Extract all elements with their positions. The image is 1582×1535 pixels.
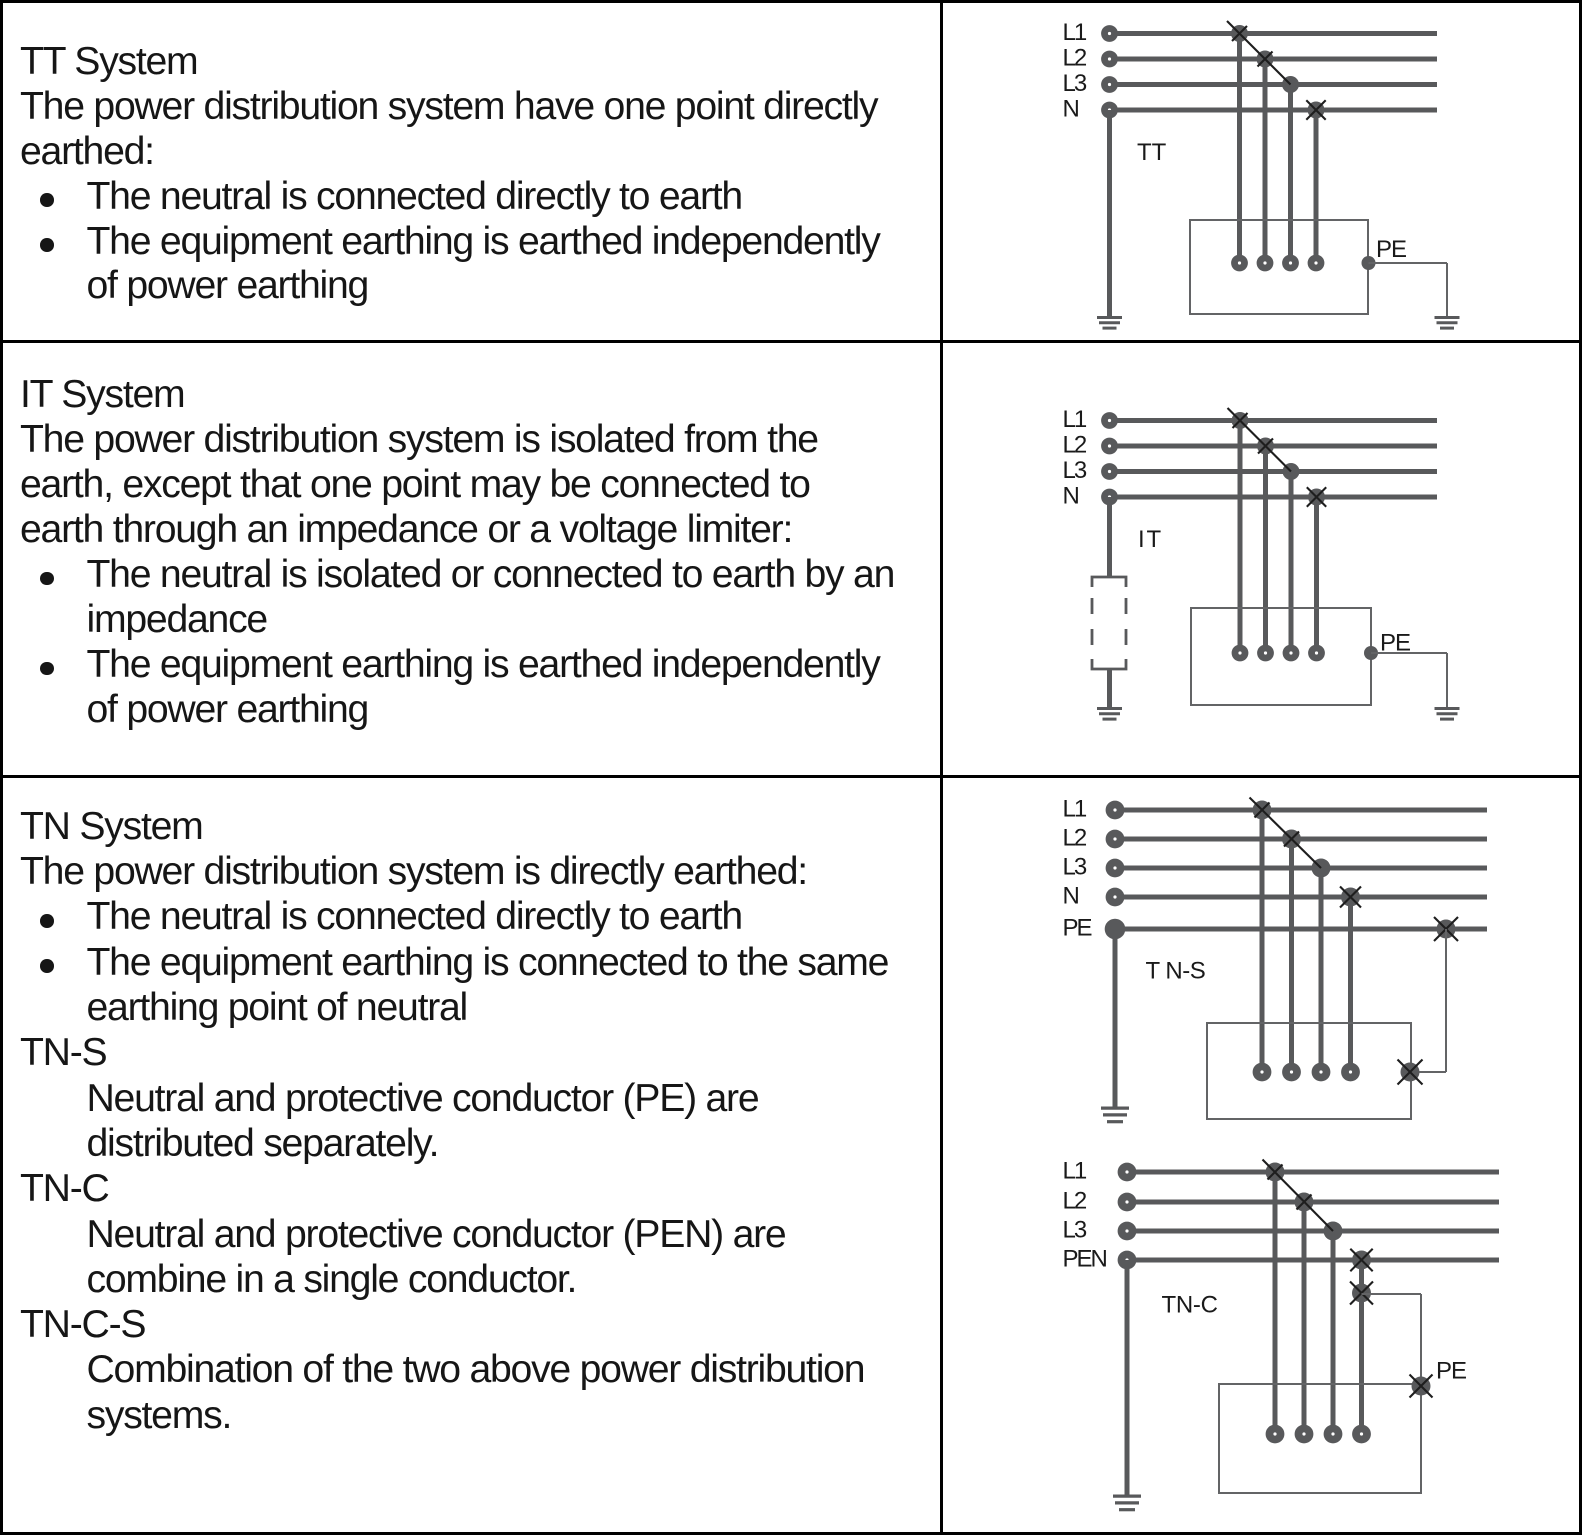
- svg-text:PE: PE: [1063, 915, 1092, 942]
- svg-text:TT: TT: [1137, 139, 1167, 166]
- svg-text:N: N: [1063, 483, 1080, 510]
- svg-text:L1: L1: [1063, 1158, 1087, 1185]
- svg-text:L2: L2: [1063, 432, 1087, 459]
- svg-text:PEN: PEN: [1063, 1246, 1107, 1273]
- svg-text:L3: L3: [1063, 854, 1087, 881]
- svg-text:TN-C: TN-C: [1162, 1292, 1218, 1319]
- svg-text:L3: L3: [1063, 70, 1087, 97]
- svg-text:L3: L3: [1063, 457, 1087, 484]
- svg-text:L3: L3: [1063, 1217, 1087, 1244]
- svg-text:PE: PE: [1380, 630, 1410, 657]
- svg-text:L2: L2: [1063, 825, 1087, 852]
- svg-text:L2: L2: [1063, 45, 1087, 72]
- svg-text:PE: PE: [1436, 1358, 1466, 1385]
- svg-text:PE: PE: [1376, 236, 1406, 263]
- svg-text:I T: I T: [1138, 526, 1162, 553]
- svg-text:L1: L1: [1063, 796, 1087, 823]
- svg-text:N: N: [1063, 96, 1080, 123]
- svg-text:L1: L1: [1063, 406, 1087, 433]
- svg-text:N: N: [1063, 883, 1080, 910]
- svg-text:T N-S: T N-S: [1146, 958, 1206, 985]
- svg-text:L1: L1: [1063, 19, 1087, 46]
- svg-text:L2: L2: [1063, 1188, 1087, 1215]
